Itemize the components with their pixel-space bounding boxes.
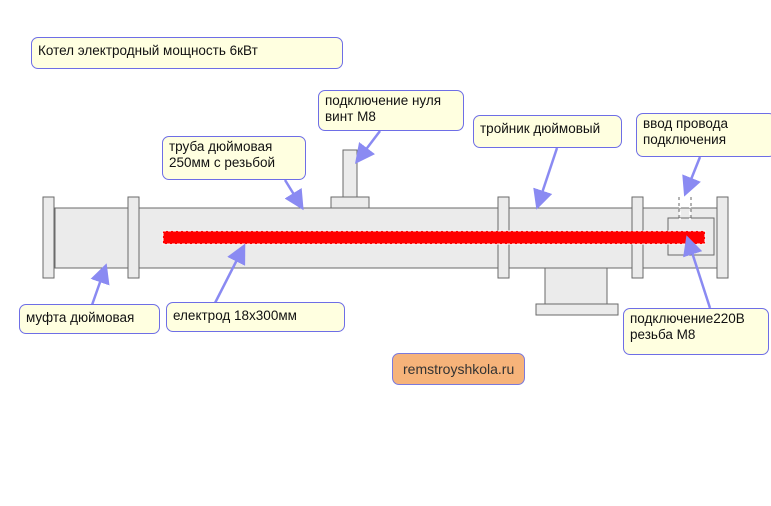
tee-outlet <box>544 267 608 305</box>
arrow-tee <box>533 147 559 210</box>
arrow-pipe <box>283 179 304 211</box>
ground-screw-base <box>330 196 370 209</box>
electrode-label: електрод 18х300мм <box>166 302 345 332</box>
coupling-label: муфта дюймовая <box>19 304 160 334</box>
end-flange-right <box>716 196 729 279</box>
title-label: Котел электродный мощность 6кВт <box>31 37 343 69</box>
arrow-electrode <box>213 243 246 304</box>
electrode-rod <box>162 230 706 245</box>
coupling-flange-left <box>42 196 55 279</box>
ground-screw <box>342 149 358 199</box>
arrow-ground <box>354 130 381 164</box>
connection-label: подключение220В резьба М8 <box>623 308 769 355</box>
coupling-flange-right <box>127 196 140 279</box>
arrow-connection <box>683 235 712 309</box>
tee-outlet-flange <box>535 303 619 316</box>
ground-label: подключение нуля винт М8 <box>318 90 464 131</box>
wire-entry-label: ввод провода подключения <box>636 113 771 157</box>
tee-label: тройник дюймовый <box>473 115 622 148</box>
arrow-coupling <box>90 263 110 306</box>
arrow-wire-entry <box>682 156 702 197</box>
watermark: remstroyshkola.ru <box>392 353 526 385</box>
pipe-label: труба дюймовая 250мм с резьбой <box>162 136 306 180</box>
